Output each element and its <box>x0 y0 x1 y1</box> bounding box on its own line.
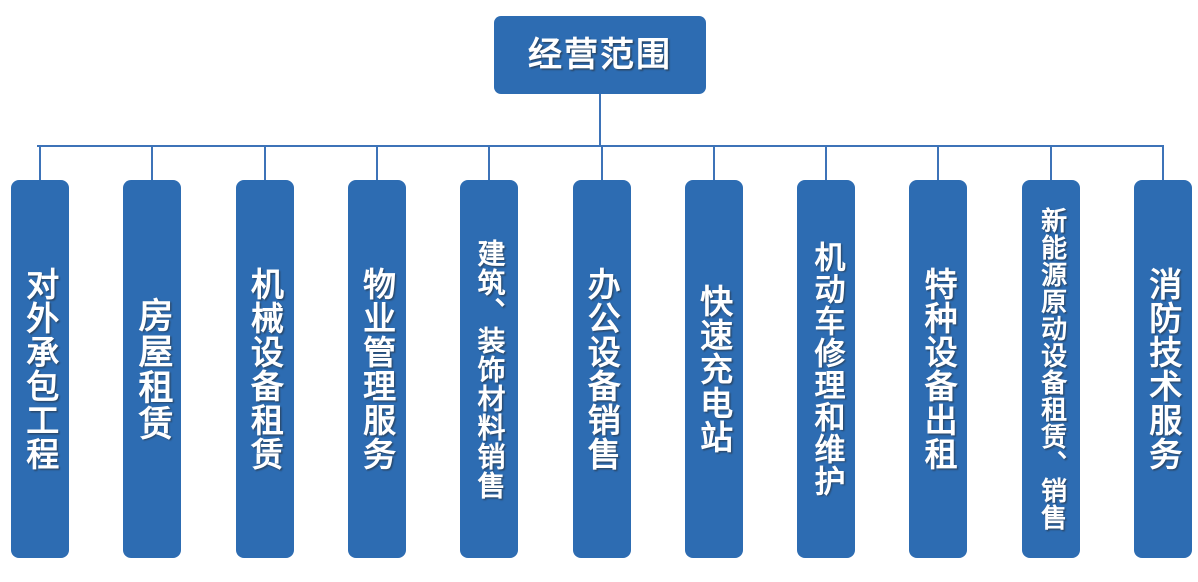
connector-horizontal-bus <box>37 145 1162 147</box>
leaf-node-5[interactable]: 建筑、装饰材料销售 <box>460 180 519 558</box>
leaf-node-label: 快速充电站 <box>694 284 734 454</box>
connector-child-vertical <box>375 145 378 181</box>
leaf-node-label: 对外承包工程 <box>20 267 60 471</box>
connector-child-vertical <box>488 145 491 181</box>
connector-child-vertical <box>712 145 715 181</box>
connector-child-vertical <box>39 145 41 181</box>
leaf-node-1[interactable]: 对外承包工程 <box>11 180 69 558</box>
leaf-node-11[interactable]: 消防技术服务 <box>1134 180 1192 558</box>
connector-child-vertical <box>600 145 603 181</box>
leaf-node-6[interactable]: 办公设备销售 <box>572 180 631 558</box>
connector-child-vertical <box>1049 145 1052 181</box>
root-node[interactable]: 经营范围 <box>494 16 706 94</box>
leaf-node-8[interactable]: 机动车修理和维护 <box>797 180 856 558</box>
leaf-node-label: 机动车修理和维护 <box>808 241 845 497</box>
connector-child-vertical <box>825 145 828 181</box>
leaf-node-label: 物业管理服务 <box>357 267 397 471</box>
connector-child-vertical <box>151 145 154 181</box>
leaf-node-label: 房屋租赁 <box>132 297 173 441</box>
leaf-node-10[interactable]: 新能源原动设备租赁、销售 <box>1021 180 1080 558</box>
leaf-node-label: 消防技术服务 <box>1143 267 1183 471</box>
leaf-node-label: 建筑、装饰材料销售 <box>473 238 507 500</box>
leaf-node-label: 机械设备租赁 <box>245 267 285 471</box>
leaf-node-7[interactable]: 快速充电站 <box>684 180 743 558</box>
root-node-label: 经营范围 <box>528 35 672 75</box>
connector-child-vertical <box>263 145 266 181</box>
leaf-node-4[interactable]: 物业管理服务 <box>347 180 406 558</box>
leaf-node-3[interactable]: 机械设备租赁 <box>235 180 294 558</box>
leaf-node-label: 办公设备销售 <box>582 267 622 471</box>
connector-root-vertical <box>599 94 601 147</box>
leaf-node-9[interactable]: 特种设备出租 <box>909 180 968 558</box>
connector-child-vertical <box>1162 145 1164 181</box>
leaf-node-label: 新能源原动设备租赁、销售 <box>1036 207 1067 531</box>
connector-child-vertical <box>937 145 940 181</box>
leaf-node-2[interactable]: 房屋租赁 <box>123 180 182 558</box>
leaf-node-label: 特种设备出租 <box>919 267 959 471</box>
